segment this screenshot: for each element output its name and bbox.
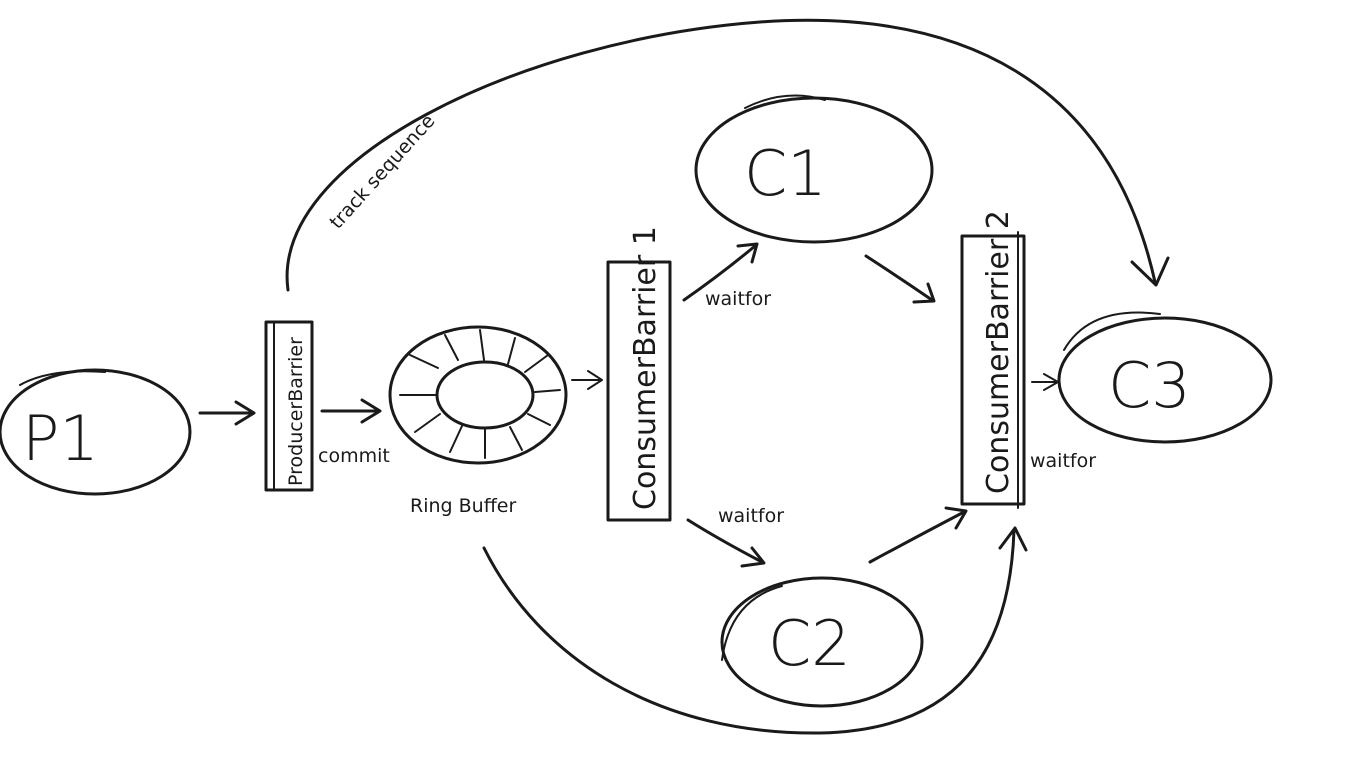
node-c2: C2 bbox=[720, 576, 924, 708]
node-c3-sketch-stroke bbox=[1063, 311, 1161, 351]
arrow-consumer-barrier-1-to-c1 bbox=[682, 242, 759, 302]
arrow-producer-barrier-to-ring-buffer bbox=[320, 398, 382, 424]
producer-barrier: ProducerBarrier bbox=[264, 320, 314, 492]
consumer-barrier-1: ConsumerBarrier 1 bbox=[606, 226, 672, 522]
ring-buffer-inner bbox=[435, 360, 535, 430]
node-c1-sketch-stroke bbox=[744, 94, 826, 109]
ring-buffer bbox=[388, 325, 568, 465]
node-c2-sketch-stroke bbox=[721, 585, 783, 661]
consumer-barrier-1-label: ConsumerBarrier 1 bbox=[628, 226, 663, 510]
node-c3-label: C3 bbox=[1108, 349, 1191, 422]
arrow-ring-buffer-to-consumer-barrier-1 bbox=[571, 370, 603, 390]
consumer-barrier-1-box bbox=[606, 260, 672, 522]
ring-buffer-outer bbox=[388, 325, 568, 465]
arrow-c1-to-consumer-barrier-2 bbox=[864, 254, 936, 304]
arrow-consumer-barrier-1-to-c2 bbox=[686, 518, 766, 568]
edge-label-commit: commit bbox=[318, 445, 390, 467]
edge-label-waitfor-c3: waitfor bbox=[1030, 450, 1096, 472]
node-c2-ellipse bbox=[720, 576, 924, 708]
edge-label-waitfor-c1: waitfor bbox=[705, 288, 771, 310]
arrow-consumer-barrier-2-to-c3 bbox=[1031, 373, 1059, 391]
node-p1: P1 bbox=[0, 368, 192, 496]
arrow-ring-buffer-to-consumer-barrier-2 bbox=[482, 526, 1028, 735]
node-c3: C3 bbox=[1057, 311, 1273, 444]
arrow-c2-to-consumer-barrier-2 bbox=[868, 506, 968, 564]
ring-buffer-label: Ring Buffer bbox=[410, 495, 516, 517]
arrow-p1-to-producer-barrier bbox=[198, 400, 256, 426]
edge-label-waitfor-c2: waitfor bbox=[718, 505, 784, 527]
producer-barrier-box bbox=[264, 320, 314, 492]
producer-barrier-label: ProducerBarrier bbox=[285, 337, 307, 486]
node-c3-ellipse bbox=[1057, 316, 1273, 444]
node-c1-label: C1 bbox=[744, 137, 827, 210]
node-c2-label: C2 bbox=[768, 607, 851, 680]
node-p1-ellipse bbox=[0, 368, 192, 496]
consumer-barrier-2: ConsumerBarrier 2 bbox=[960, 210, 1026, 509]
arrow-track-sequence bbox=[285, 18, 1170, 292]
node-p1-label: P1 bbox=[22, 402, 99, 475]
ring-buffer-slots bbox=[399, 329, 561, 459]
consumer-barrier-2-label: ConsumerBarrier 2 bbox=[981, 210, 1016, 494]
consumer-barrier-2-box bbox=[960, 234, 1026, 506]
node-p1-sketch-stroke bbox=[19, 370, 106, 386]
node-c1: C1 bbox=[694, 94, 934, 244]
